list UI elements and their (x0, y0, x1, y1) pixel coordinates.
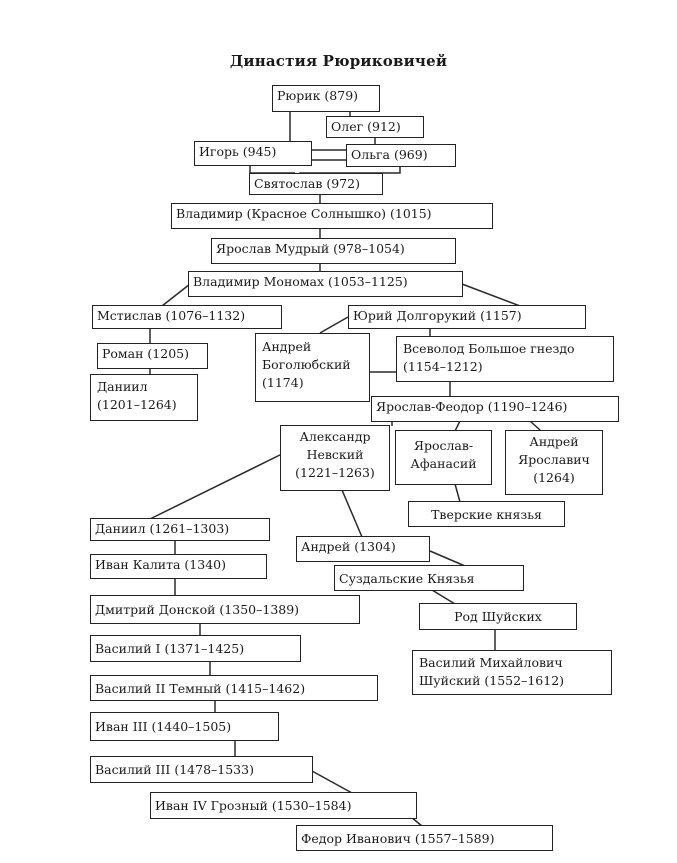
node-vladimir-monomakh: Владимир Мономах (1053–1125) (188, 271, 463, 297)
connector (161, 283, 191, 307)
node-alexander-nevsky: Александр Невский (1221–1263) (280, 425, 390, 491)
node-vasily-2: Василий II Темный (1415–1462) (90, 675, 378, 701)
node-vasily-3: Василий III (1478–1533) (90, 756, 313, 783)
node-ivan-3: Иван III (1440–1505) (90, 712, 279, 741)
node-olga: Ольга (969) (346, 144, 456, 167)
node-vladimir: Владимир (Красное Солнышко) (1015) (171, 203, 493, 229)
connector (341, 489, 363, 538)
connector (311, 770, 353, 794)
node-daniil-galitsky: Даниил (1201–1264) (90, 374, 198, 421)
connector (454, 420, 461, 432)
node-andrey-1304: Андрей (1304) (296, 536, 430, 562)
node-vsevolod: Всеволод Большое гнездо (1154–1212) (396, 336, 614, 382)
node-yaroslav-feodor: Ярослав-Феодор (1190–1246) (371, 396, 619, 422)
node-rurik: Рюрик (879) (272, 85, 380, 112)
diagram-title: Династия Рюриковичей (229, 52, 448, 70)
connector (454, 483, 461, 503)
node-roman: Роман (1205) (97, 343, 208, 369)
node-vasily-1: Василий I (1371–1425) (90, 635, 301, 662)
node-dmitry-donskoy: Дмитрий Донской (1350–1389) (90, 595, 360, 624)
node-yaroslav-afanasy: Ярослав- Афанасий (395, 430, 492, 485)
connector (429, 550, 466, 567)
connector (431, 589, 456, 605)
connector (461, 283, 521, 307)
node-oleg: Олег (912) (326, 116, 424, 138)
node-andrey-yaroslavich: Андрей Ярославич (1264) (505, 430, 603, 495)
connector (319, 316, 349, 334)
node-suzdalskie: Суздальские Князья (334, 565, 524, 591)
node-rod-shuiskikh: Род Шуйских (419, 603, 577, 630)
node-yaroslav-mudry: Ярослав Мудрый (978–1054) (211, 238, 456, 264)
node-ivan-4: Иван IV Грозный (1530–1584) (150, 792, 417, 819)
node-svyatoslav: Святослав (972) (249, 173, 383, 195)
connector (529, 420, 541, 431)
node-igor: Игорь (945) (194, 141, 312, 166)
node-ivan-kalita: Иван Калита (1340) (90, 554, 267, 579)
connector (249, 166, 295, 174)
connector (149, 449, 291, 520)
node-tverskie: Тверские князья (408, 501, 565, 527)
node-andrey-bogolyubsky: Андрей Боголюбский (1174) (255, 333, 370, 402)
node-mstislav: Мстислав (1076–1132) (92, 305, 282, 329)
node-daniil-moscow: Даниил (1261–1303) (90, 518, 270, 541)
node-yuri: Юрий Долгорукий (1157) (348, 305, 586, 329)
node-fedor: Федор Иванович (1557–1589) (296, 825, 553, 851)
node-vasily-shuisky: Василий Михайлович Шуйский (1552–1612) (412, 650, 612, 695)
